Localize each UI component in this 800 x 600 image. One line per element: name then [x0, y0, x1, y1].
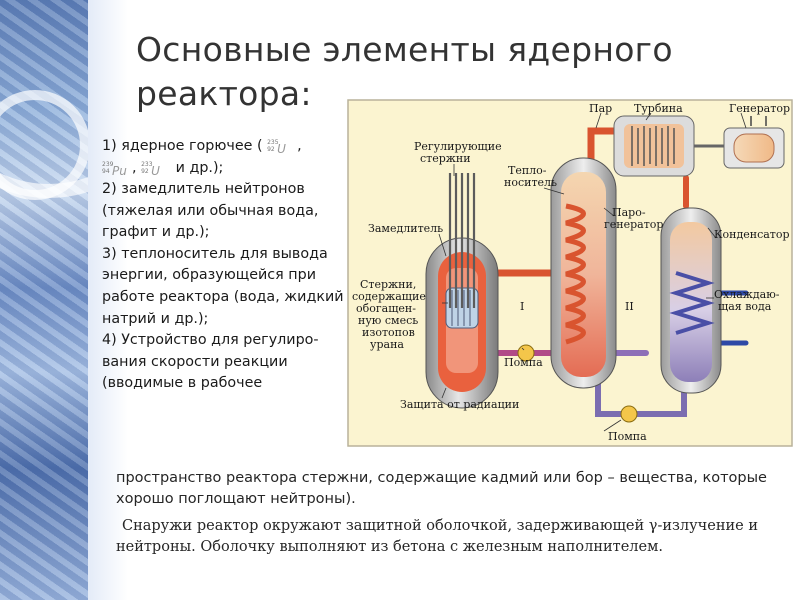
- label-fuel-rods-5: изотопов: [362, 326, 415, 339]
- slide-title-line-2: реактора:: [136, 74, 312, 114]
- label-steam: Пар: [589, 102, 612, 115]
- turbine: [613, 115, 726, 177]
- label-control-rods-2: стержни: [420, 152, 471, 165]
- label-fuel-rods-2: содержащие: [352, 290, 426, 303]
- label-coolant-2: носитель: [504, 176, 557, 189]
- label-circuit-2: II: [625, 300, 634, 313]
- fuel-text-comma: ,: [297, 138, 302, 154]
- list-item-control: 4) Устройство для регулиро-вания скорост…: [102, 332, 319, 392]
- decorative-side-band: [0, 0, 88, 600]
- label-circuit-1: I: [520, 300, 524, 313]
- label-pump-1: Помпа: [504, 356, 543, 369]
- paragraph-control-continued: пространство реактора стержни, содержащи…: [116, 470, 767, 508]
- pump-1: [517, 344, 535, 362]
- label-generator: Генератор: [729, 102, 790, 115]
- slide-title: Основные элементы ядерного реактора:: [136, 28, 673, 116]
- side-band-fade: [88, 0, 128, 600]
- label-radiation-shield: Защита от радиации: [400, 398, 519, 411]
- label-cooling-water-2: щая вода: [718, 300, 772, 313]
- label-steam-generator-1: Паро-: [612, 206, 646, 219]
- list-item-coolant: 3) теплоноситель для вывода энергии, обр…: [102, 245, 344, 327]
- label-control-rods-1: Регулирующие: [414, 140, 502, 153]
- label-fuel-rods-3: обогащен-: [356, 302, 416, 315]
- fuel-text-end: и др.);: [175, 159, 224, 176]
- fuel-text-start: 1) ядерное горючее (: [102, 138, 263, 154]
- paragraph-shielding: Снаружи реактор окружают защитной оболоч…: [116, 518, 759, 556]
- generator: [723, 116, 785, 169]
- label-moderator: Замедлитель: [368, 222, 443, 235]
- pump-2: [620, 405, 638, 423]
- label-fuel-rods-4: ную смесь: [358, 314, 418, 327]
- label-pump-2: Помпа: [608, 430, 647, 443]
- label-steam-generator-2: генератор: [604, 218, 663, 231]
- label-turbine: Турбина: [634, 102, 683, 115]
- list-item-moderator: 2) замедлитель нейтронов (тяжелая или об…: [102, 181, 319, 241]
- label-fuel-rods-6: урана: [370, 338, 404, 351]
- steam-generator: [550, 157, 617, 389]
- label-condenser: Конденсатор: [714, 228, 790, 241]
- condenser: [660, 207, 722, 394]
- label-fuel-rods-1: Стержни,: [360, 278, 416, 291]
- leader-lines: [438, 112, 747, 432]
- label-coolant-1: Тепло-: [508, 164, 547, 177]
- label-cooling-water-1: Охлаждаю-: [714, 288, 780, 301]
- reactor-diagram: Регулирующие стержни Тепло- носитель Пар…: [347, 99, 793, 447]
- control-rods: [448, 173, 476, 308]
- slide-title-line-1: Основные элементы ядерного: [136, 30, 673, 69]
